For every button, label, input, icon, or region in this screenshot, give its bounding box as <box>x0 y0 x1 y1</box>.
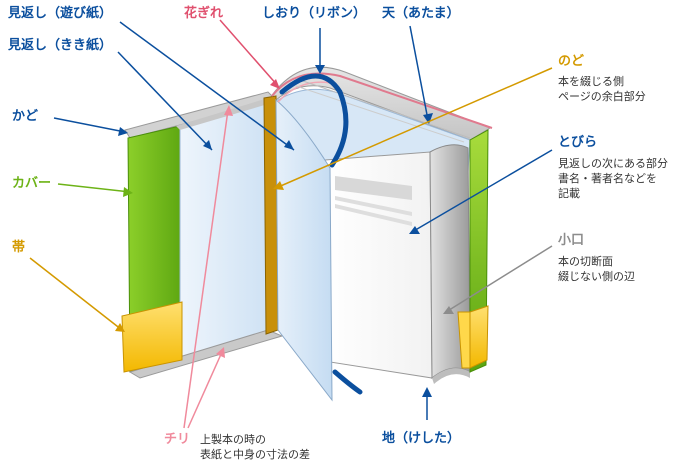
leader-obi <box>29 257 123 331</box>
label-hanagire: 花ぎれ <box>184 6 224 21</box>
label-nodo: のど <box>558 54 585 69</box>
endpaper-flyleaf <box>275 98 333 402</box>
left-board-edge <box>176 98 268 130</box>
label-kado: かど <box>12 109 39 124</box>
leader-mikaeshi-asobi <box>119 21 295 151</box>
label-shiori: しおり（リボン） <box>262 6 367 21</box>
leader-chiri-1 <box>183 109 229 429</box>
label-mikaeshi-asobi: 見返し（遊び紙） <box>8 6 113 21</box>
label-koguchi: 小口 <box>558 233 585 248</box>
leader-koguchi <box>445 245 553 313</box>
title-page-line-1 <box>335 176 412 200</box>
label-cover: カバー <box>12 176 52 191</box>
label-obi: 帯 <box>12 240 26 255</box>
label-chi: 地（けした） <box>382 431 461 446</box>
leader-nodo <box>275 67 553 189</box>
desc-chiri: 上製本の時の 表紙と中身の寸法の差 <box>200 432 310 462</box>
label-mikaeshi-kiki: 見返し（きき紙） <box>8 38 113 53</box>
desc-koguchi-line-2: 綴じない側の辺 <box>558 270 635 283</box>
leader-cover <box>57 183 131 193</box>
desc-tobira-line-1: 見返しの次にある部分 <box>558 157 668 170</box>
leader-hanagire <box>219 19 279 87</box>
desc-nodo: 本を綴じる側 ページの余白部分 <box>558 74 646 104</box>
obi-right <box>469 305 489 369</box>
label-tobira: とびら <box>558 135 598 150</box>
desc-koguchi: 本の切断面 綴じない側の辺 <box>558 254 635 284</box>
page-bottom-curl <box>432 368 470 384</box>
desc-tobira-line-2: 書名・著者名などを <box>558 172 657 185</box>
obi-left <box>121 301 183 373</box>
label-ten: 天（あたま） <box>382 6 460 21</box>
desc-chiri-line-1: 上製本の時の <box>200 433 266 446</box>
ribbon-tail <box>332 369 363 395</box>
desc-chiri-line-2: 表紙と中身の寸法の差 <box>200 448 310 461</box>
ribbon-bookmark <box>279 73 349 168</box>
headband <box>271 72 493 129</box>
leader-chiri-2 <box>187 351 223 429</box>
leader-ten <box>409 25 429 121</box>
leader-mikaeshi-kiki <box>117 51 213 151</box>
desc-nodo-line-2: ページの余白部分 <box>558 90 646 103</box>
page-line-1 <box>299 79 471 139</box>
page-line-2 <box>295 85 465 143</box>
leader-tobira <box>411 149 553 233</box>
desc-tobira: 見返しの次にある部分 書名・著者名などを 記載 <box>558 156 668 201</box>
desc-nodo-line-1: 本を綴じる側 <box>558 75 624 88</box>
title-page-line-3 <box>335 204 412 226</box>
desc-tobira-line-3: 記載 <box>558 187 580 200</box>
leader-kado <box>53 117 126 133</box>
desc-koguchi-line-1: 本の切断面 <box>558 255 613 268</box>
title-page-line-2 <box>335 196 412 216</box>
obi-right-fold <box>457 311 471 369</box>
label-chiri: チリ <box>164 432 191 447</box>
